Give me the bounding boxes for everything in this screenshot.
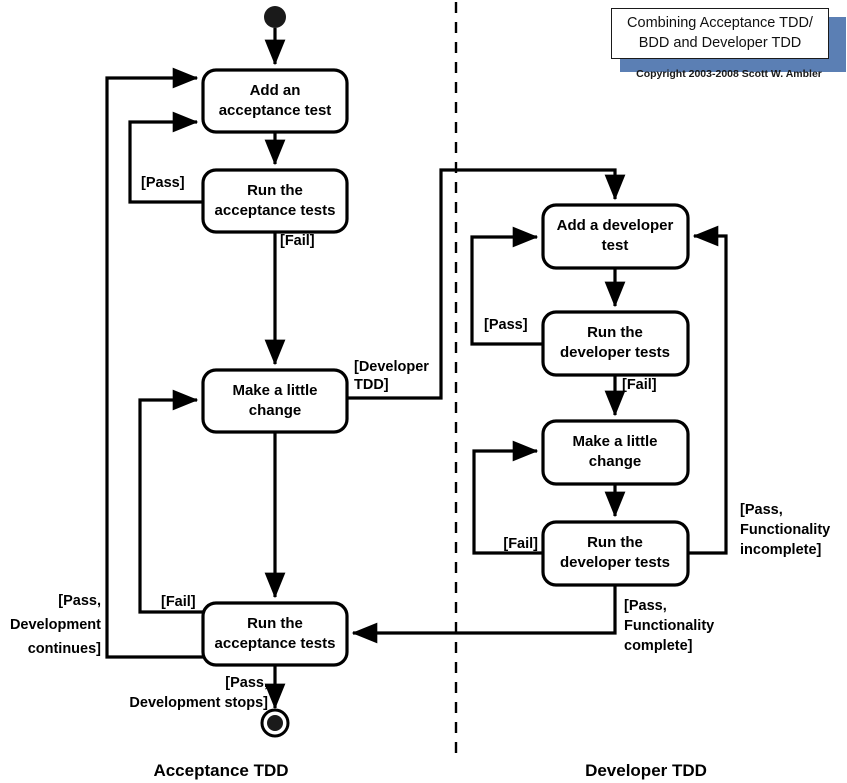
flow-pass-functionality-incomplete	[688, 225, 728, 555]
node-make-little-change-acceptance-line1: Make a little	[232, 382, 317, 399]
flow-fail-run-bottom-to-make-change	[138, 389, 203, 614]
guard-pass-development-stops-line2: Development stops]	[129, 695, 268, 711]
flow-pass-run-to-add-acceptance-test	[128, 111, 203, 204]
guard-pass-functionality-complete-line3: complete]	[624, 638, 693, 654]
flow-fail-run-developer-bottom-to-make-change	[472, 440, 543, 555]
partition-label-acceptance-tdd: Acceptance TDD	[153, 761, 288, 780]
node-run-developer-tests-bottom-line2: developer tests	[560, 554, 670, 571]
guard-fail-acceptance-top: [Fail]	[280, 233, 315, 249]
guard-pass-development-continues-line1: [Pass,	[58, 593, 101, 609]
guard-pass-functionality-incomplete-line1: [Pass,	[740, 502, 783, 518]
guard-pass-developer-top: [Pass]	[484, 317, 528, 333]
final-node-ring	[260, 708, 290, 738]
node-add-developer-test-line1: Add a developer	[557, 217, 674, 234]
node-add-developer-test-line2: test	[602, 237, 629, 254]
flow-pass-run-to-add-developer-test	[470, 226, 543, 346]
guard-pass-functionality-incomplete-line2: Functionality	[740, 522, 830, 538]
guard-developer-tdd-line2: TDD]	[354, 377, 389, 393]
node-run-developer-tests-top-line2: developer tests	[560, 344, 670, 361]
node-run-developer-tests-bottom-line1: Run the	[587, 534, 643, 551]
guard-pass-functionality-complete-line1: [Pass,	[624, 598, 667, 614]
guard-pass-functionality-incomplete-line3: incomplete]	[740, 542, 822, 558]
title-box: Combining Acceptance TDD/ BDD and Develo…	[611, 8, 829, 59]
node-run-acceptance-tests-top-line2: acceptance tests	[215, 202, 336, 219]
node-make-little-change-acceptance-line2: change	[249, 402, 302, 419]
initial-node	[264, 6, 286, 28]
title-callout: Combining Acceptance TDD/ BDD and Develo…	[611, 8, 846, 72]
flow-pass-functionality-complete	[351, 585, 617, 644]
flow-developer-tdd-to-developer-partition	[347, 168, 626, 400]
node-make-little-change-developer-line2: change	[589, 453, 642, 470]
guard-pass-development-continues-line2: Development	[10, 617, 101, 633]
copyright-notice: Copyright 2003-2008 Scott W. Ambler	[636, 68, 822, 80]
node-add-acceptance-test-line1: Add an	[250, 82, 301, 99]
guard-fail-acceptance-bottom: [Fail]	[161, 594, 196, 610]
flow-pass-development-continues	[105, 67, 203, 659]
guard-fail-developer-mid: [Fail]	[622, 377, 657, 393]
title-line-1: Combining Acceptance TDD/	[627, 15, 813, 32]
guard-fail-developer-bottom: [Fail]	[503, 536, 538, 552]
node-add-acceptance-test-line2: acceptance test	[219, 102, 332, 119]
partition-label-developer-tdd: Developer TDD	[585, 761, 707, 780]
guard-pass-development-continues-line3: continues]	[28, 641, 101, 657]
node-run-acceptance-tests-bottom-line1: Run the	[247, 615, 303, 632]
node-run-developer-tests-top-line1: Run the	[587, 324, 643, 341]
guard-developer-tdd-line1: [Developer	[354, 359, 429, 375]
guard-pass-acceptance-top: [Pass]	[141, 175, 185, 191]
node-run-acceptance-tests-bottom-line2: acceptance tests	[215, 635, 336, 652]
guard-pass-development-stops-line1: [Pass,	[225, 675, 268, 691]
title-line-2: BDD and Developer TDD	[638, 34, 802, 51]
node-run-acceptance-tests-top-line1: Run the	[247, 182, 303, 199]
node-make-little-change-developer-line1: Make a little	[572, 433, 657, 450]
guard-pass-functionality-complete-line2: Functionality	[624, 618, 714, 634]
final-node-core	[267, 715, 283, 731]
